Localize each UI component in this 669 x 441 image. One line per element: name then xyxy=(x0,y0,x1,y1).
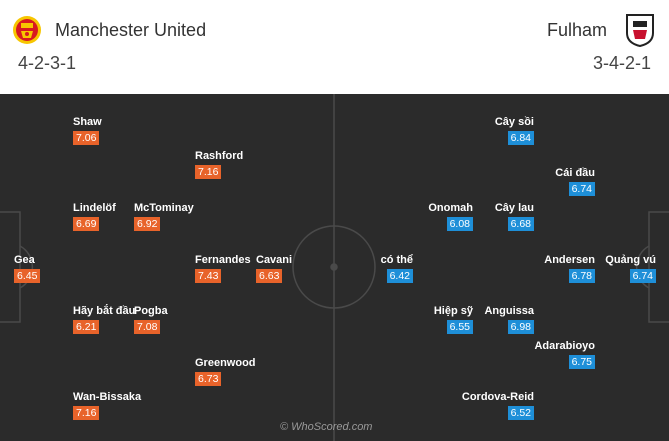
player-rating: 6.98 xyxy=(507,320,534,334)
player-cavani[interactable]: Cavani 6.63 xyxy=(256,254,292,284)
player-rating: 7.16 xyxy=(73,406,100,420)
player-onomah[interactable]: Onomah 6.08 xyxy=(428,202,473,232)
player-name: Fernandes xyxy=(195,254,251,266)
player-rating: 6.69 xyxy=(73,217,100,231)
player-name: có thể xyxy=(380,254,413,266)
player-rating: 7.43 xyxy=(195,269,222,283)
player-hiep-sy[interactable]: Hiệp sỹ 6.55 xyxy=(434,305,473,335)
player-rating: 6.42 xyxy=(386,269,413,283)
manchester-united-crest-icon xyxy=(13,16,41,44)
fulham-crest-icon xyxy=(626,14,654,47)
player-cay-soi[interactable]: Cây sồi 6.84 xyxy=(495,116,534,146)
home-formation: 4-2-3-1 xyxy=(18,53,77,73)
player-fernandes[interactable]: Fernandes 7.43 xyxy=(195,254,251,284)
pitch-markings xyxy=(0,94,669,441)
player-rating: 6.08 xyxy=(446,217,473,231)
player-rating: 6.52 xyxy=(507,406,534,420)
player-name: Onomah xyxy=(428,202,473,214)
player-name: Cây sồi xyxy=(494,116,534,128)
player-cai-dau[interactable]: Cái đầu 6.74 xyxy=(555,167,595,197)
player-rating: 7.08 xyxy=(134,320,161,334)
player-name: Greenwood xyxy=(195,357,256,369)
player-rating: 7.16 xyxy=(195,165,222,179)
player-quang-vu[interactable]: Quảng vú 6.74 xyxy=(605,254,656,284)
pitch: Shaw 7.06 Rashford 7.16 Lindelöf 6.69 Mc… xyxy=(0,94,669,441)
player-name: Pogba xyxy=(134,305,168,317)
player-greenwood[interactable]: Greenwood 6.73 xyxy=(195,357,256,387)
player-lindelof[interactable]: Lindelöf 6.69 xyxy=(73,202,116,232)
player-rating: 6.78 xyxy=(568,269,595,283)
player-name: Lindelöf xyxy=(73,202,116,214)
player-cordova-reid[interactable]: Cordova-Reid 6.52 xyxy=(462,391,534,421)
player-name: Shaw xyxy=(73,116,102,128)
player-name: Cavani xyxy=(256,254,293,266)
whoscored-watermark: © WhoScored.com xyxy=(280,421,373,433)
player-name: Andersen xyxy=(544,254,595,266)
player-name: Anguissa xyxy=(484,305,534,317)
player-anguissa[interactable]: Anguissa 6.98 xyxy=(484,305,534,335)
player-name: Hãy bắt đầu xyxy=(73,305,136,317)
player-andersen[interactable]: Andersen 6.78 xyxy=(544,254,595,284)
player-mctominay[interactable]: McTominay 6.92 xyxy=(134,202,194,232)
player-name: Rashford xyxy=(195,150,244,162)
player-shaw[interactable]: Shaw 7.06 xyxy=(73,116,102,146)
player-name: Gea xyxy=(14,254,35,266)
player-rating: 6.74 xyxy=(568,182,595,196)
player-rating: 6.21 xyxy=(73,320,100,334)
player-rating: 6.68 xyxy=(507,217,534,231)
player-cay-lau[interactable]: Cây lau 6.68 xyxy=(495,202,534,232)
player-hay-bat-dau[interactable]: Hãy bắt đầu 6.21 xyxy=(73,305,135,335)
player-name: Cordova-Reid xyxy=(461,391,534,403)
player-rating: 6.55 xyxy=(446,320,473,334)
player-rating: 6.73 xyxy=(195,372,222,386)
player-rating: 6.63 xyxy=(256,269,283,283)
player-name: Cái đầu xyxy=(555,167,595,179)
player-adarabioyo[interactable]: Adarabioyo 6.75 xyxy=(534,340,595,370)
player-pogba[interactable]: Pogba 7.08 xyxy=(134,305,168,335)
away-formation: 3-4-2-1 xyxy=(592,53,651,73)
player-rating: 6.74 xyxy=(629,269,656,283)
player-name: Adarabioyo xyxy=(534,340,595,352)
player-co-the[interactable]: có thể 6.42 xyxy=(381,254,413,284)
player-rating: 6.75 xyxy=(568,355,595,369)
player-name: Wan-Bissaka xyxy=(73,391,142,403)
player-name: Hiệp sỹ xyxy=(433,305,473,317)
player-rashford[interactable]: Rashford 7.16 xyxy=(195,150,243,180)
player-name: Quảng vú xyxy=(605,254,656,266)
player-rating: 6.45 xyxy=(14,269,41,283)
player-name: McTominay xyxy=(134,202,194,214)
player-rating: 7.06 xyxy=(73,131,100,145)
match-header: Manchester United 4-2-3-1 Fulham 3-4-2-1 xyxy=(0,0,669,94)
home-team-name[interactable]: Manchester United xyxy=(55,20,207,40)
away-team-name[interactable]: Fulham xyxy=(546,20,607,40)
player-rating: 6.84 xyxy=(507,131,534,145)
player-gea[interactable]: Gea 6.45 xyxy=(14,254,41,284)
player-rating: 6.92 xyxy=(134,217,161,231)
player-wan-bissaka[interactable]: Wan-Bissaka 7.16 xyxy=(73,391,141,421)
player-name: Cây lau xyxy=(494,202,534,214)
